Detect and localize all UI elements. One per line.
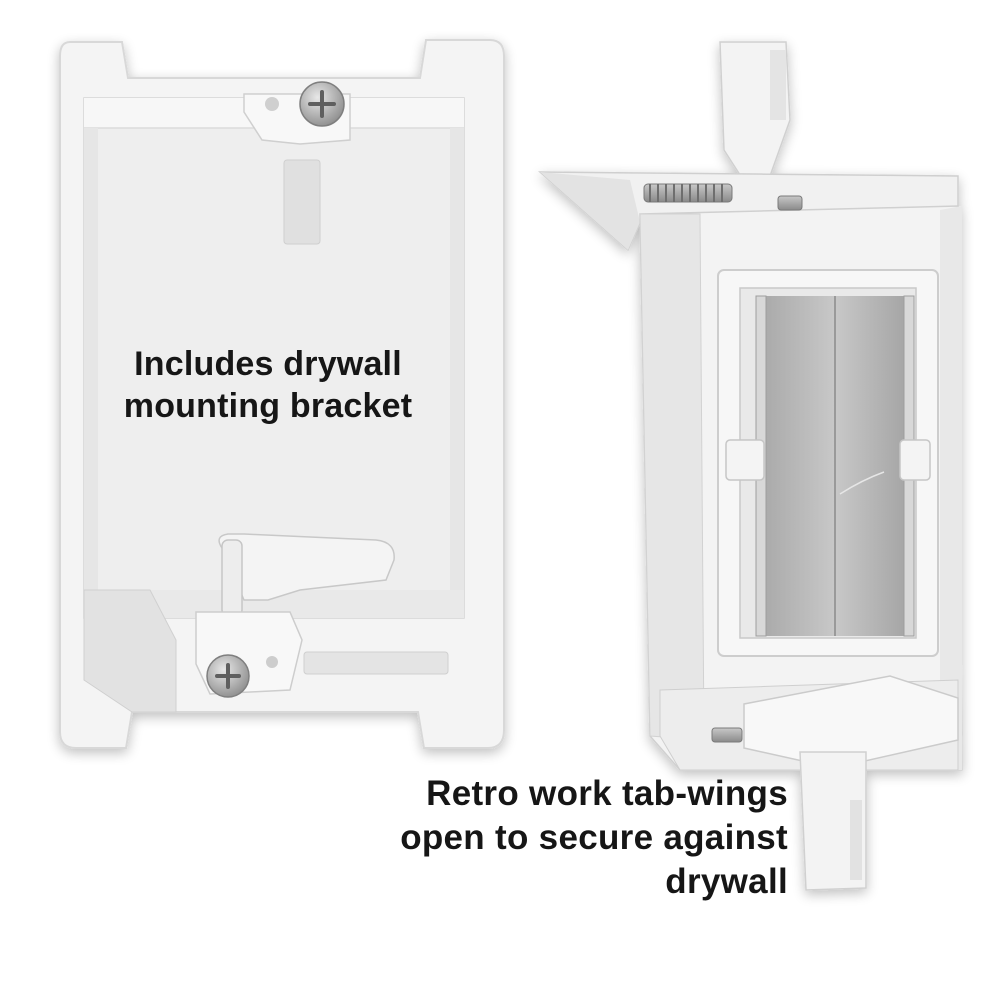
caption-right-line-2: open to secure against [400,818,788,857]
caption-right-line-3: drywall [665,862,788,901]
bottom-spring-icon [711,727,743,743]
drywall-bracket-caption: Includes drywall mounting bracket [88,343,448,427]
caption-left-line-2: mounting bracket [123,387,413,425]
brush-seal-icon [755,295,915,637]
caption-right-line-1: Retro work tab-wings [426,774,788,813]
right-box-open-wings-view [538,41,963,891]
bottom-screw-icon [206,654,250,698]
top-screw-icon [299,81,345,127]
caption-left-line-1: Includes drywall [134,345,402,383]
spring-screw-icon [643,183,803,211]
tab-wings-caption: Retro work tab-wings open to secure agai… [400,772,788,904]
left-box-front-view [59,39,505,749]
